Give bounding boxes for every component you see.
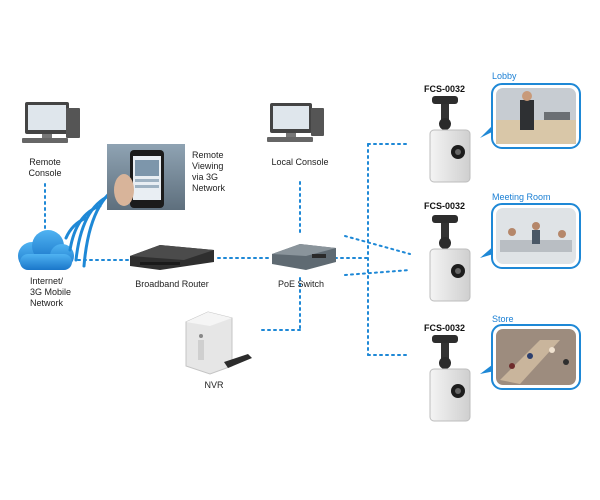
- link-switch-cam2-lower: [344, 269, 411, 276]
- camera-1-model-label: FCS-0032: [424, 84, 466, 94]
- local-console-computer-icon: [267, 103, 324, 142]
- lobby-title: Lobby: [492, 71, 517, 81]
- broadband-router-icon: [130, 245, 214, 270]
- camera-2-icon: [429, 215, 471, 302]
- camera-1-icon: [429, 96, 471, 183]
- remote-viewing-label: Remote Viewing via 3G Network: [192, 150, 226, 193]
- poe-switch-label: PoE Switch: [277, 279, 325, 289]
- connection-lines: [44, 143, 411, 356]
- link-hub-cam2: [344, 235, 411, 255]
- store-title: Store: [492, 314, 514, 324]
- camera-3-icon: [429, 335, 471, 422]
- remote-console-label: Remote Console: [28, 157, 62, 178]
- broadband-router-label: Broadband Router: [135, 279, 209, 289]
- remote-control-icon: [224, 354, 252, 368]
- camera-2-model-label: FCS-0032: [424, 201, 466, 211]
- nvr-device-icon: [185, 311, 233, 375]
- lobby-view-bubble: [480, 83, 581, 149]
- meeting-room-view-bubble: [480, 203, 581, 269]
- local-console-label: Local Console: [271, 157, 329, 167]
- poe-switch-icon: [272, 244, 336, 270]
- cloud-icon: [18, 230, 74, 270]
- store-view-bubble: [480, 324, 581, 390]
- camera-3-model-label: FCS-0032: [424, 323, 466, 333]
- nvr-label: NVR: [204, 380, 224, 390]
- smartphone-image: [107, 144, 185, 210]
- meeting-room-title: Meeting Room: [492, 192, 551, 202]
- internet-label: Internet/ 3G Mobile Network: [30, 276, 72, 308]
- remote-console-computer-icon: [22, 102, 80, 143]
